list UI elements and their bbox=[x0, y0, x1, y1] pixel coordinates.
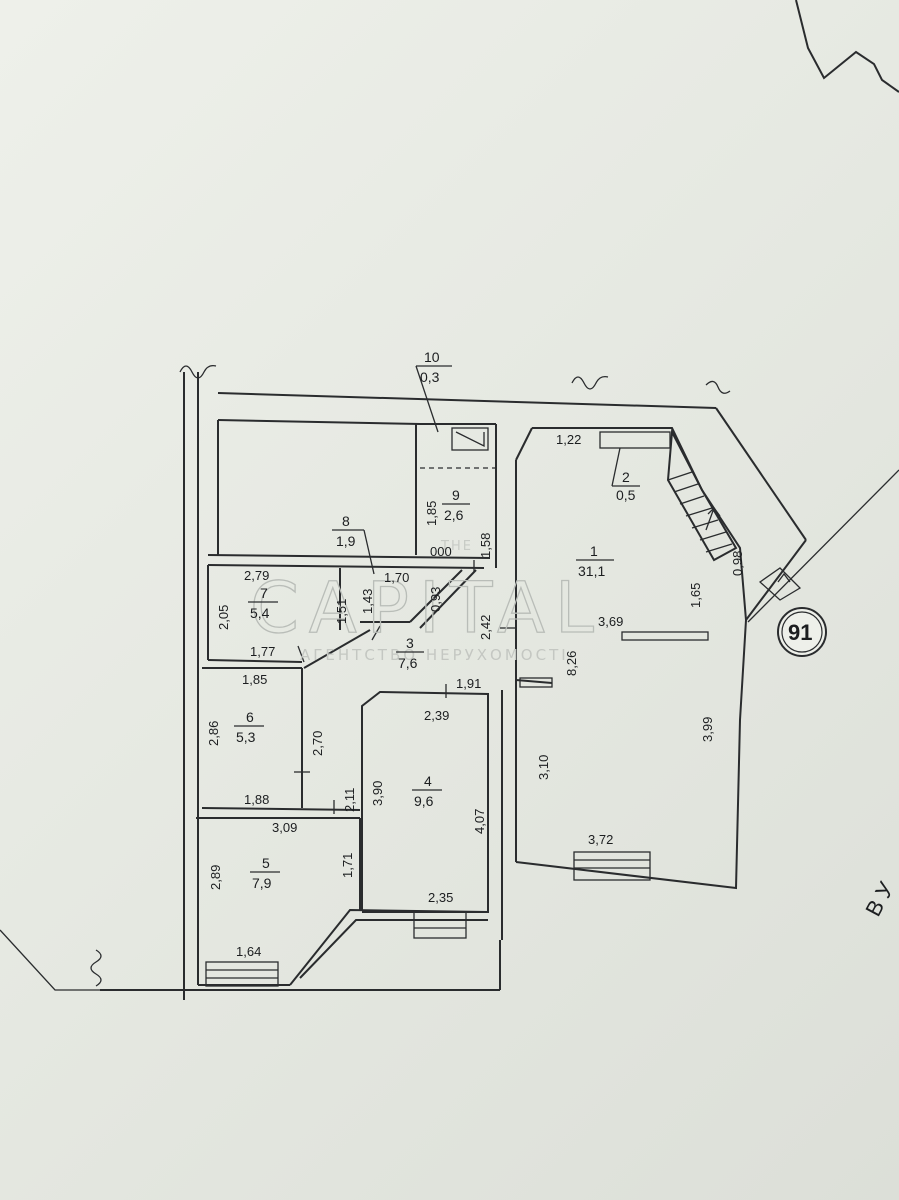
svg-text:2,89: 2,89 bbox=[208, 865, 223, 890]
stair-bottom-left bbox=[205, 961, 279, 987]
svg-text:1,91: 1,91 bbox=[456, 676, 481, 691]
site-boundary-line bbox=[747, 469, 899, 623]
svg-text:1,85: 1,85 bbox=[242, 672, 267, 687]
room-label-6: 6 5,3 bbox=[234, 709, 264, 745]
entrance-steps-right bbox=[758, 567, 802, 601]
svg-text:3,99: 3,99 bbox=[700, 717, 715, 742]
svg-text:1,71: 1,71 bbox=[340, 853, 355, 878]
svg-text:5,4: 5,4 bbox=[250, 605, 270, 621]
svg-text:1,85: 1,85 bbox=[424, 501, 439, 526]
watermark-brand: CAPITAL bbox=[250, 567, 604, 649]
stair-bottom-right bbox=[573, 851, 651, 881]
wall-break-symbols bbox=[90, 364, 731, 987]
svg-text:2,6: 2,6 bbox=[444, 507, 464, 523]
svg-text:3,72: 3,72 bbox=[588, 832, 613, 847]
svg-text:2,39: 2,39 bbox=[424, 708, 449, 723]
svg-text:2,05: 2,05 bbox=[216, 605, 231, 630]
svg-text:3: 3 bbox=[406, 635, 414, 651]
room-label-1: 1 31,1 bbox=[576, 543, 614, 579]
building-number-badge: 91 bbox=[777, 607, 827, 657]
svg-text:0,98: 0,98 bbox=[730, 551, 745, 576]
svg-text:5: 5 bbox=[262, 855, 270, 871]
svg-text:0,5: 0,5 bbox=[616, 487, 636, 503]
svg-text:8: 8 bbox=[342, 513, 350, 529]
room-label-3: 3 7,6 bbox=[396, 635, 424, 671]
svg-text:1,43: 1,43 bbox=[360, 589, 375, 614]
svg-text:3,90: 3,90 bbox=[370, 781, 385, 806]
svg-text:2,42: 2,42 bbox=[478, 615, 493, 640]
svg-text:2,70: 2,70 bbox=[310, 731, 325, 756]
svg-text:91: 91 bbox=[788, 620, 812, 645]
svg-text:10: 10 bbox=[424, 349, 440, 365]
svg-text:2: 2 bbox=[622, 469, 630, 485]
room-label-2: 2 0,5 bbox=[611, 447, 640, 503]
svg-text:3,69: 3,69 bbox=[598, 614, 623, 629]
svg-text:1,77: 1,77 bbox=[250, 644, 275, 659]
room-label-5: 5 7,9 bbox=[250, 855, 280, 891]
door-ticks bbox=[294, 560, 516, 814]
svg-text:1,64: 1,64 bbox=[236, 944, 261, 959]
outer-walls bbox=[100, 372, 807, 1000]
room-label-4: 4 9,6 bbox=[412, 773, 442, 809]
room-label-7: 7 5,4 bbox=[248, 585, 278, 621]
room-label-9: 9 2,6 bbox=[442, 487, 470, 523]
svg-text:7: 7 bbox=[260, 585, 268, 601]
stair-main bbox=[666, 428, 738, 562]
svg-text:4,07: 4,07 bbox=[472, 809, 487, 834]
site-boundary-line-left bbox=[0, 929, 100, 991]
svg-text:2,11: 2,11 bbox=[342, 788, 357, 812]
svg-text:7,6: 7,6 bbox=[398, 655, 418, 671]
svg-text:9,6: 9,6 bbox=[414, 793, 434, 809]
svg-text:1: 1 bbox=[590, 543, 598, 559]
svg-text:3,10: 3,10 bbox=[536, 755, 551, 780]
svg-text:1,51: 1,51 bbox=[334, 599, 349, 624]
svg-text:6: 6 bbox=[246, 709, 254, 725]
watermark-top: ТНЕ bbox=[440, 539, 473, 554]
svg-text:8,26: 8,26 bbox=[564, 651, 579, 676]
svg-text:4: 4 bbox=[424, 773, 432, 789]
svg-text:3,09: 3,09 bbox=[272, 820, 297, 835]
svg-text:31,1: 31,1 bbox=[578, 563, 605, 579]
svg-text:000: 000 bbox=[430, 544, 452, 559]
svg-text:1,9: 1,9 bbox=[336, 533, 356, 549]
svg-text:1,70: 1,70 bbox=[384, 570, 409, 585]
neighbour-building-outline bbox=[795, 0, 899, 93]
svg-text:0,3: 0,3 bbox=[420, 369, 440, 385]
svg-text:1,58: 1,58 bbox=[478, 533, 493, 558]
dimension-labels: 1,22 0,98 1,65 3,69 8,26 3,99 3,10 3,72 … bbox=[206, 432, 745, 959]
svg-text:5,3: 5,3 bbox=[236, 729, 256, 745]
svg-text:7,9: 7,9 bbox=[252, 875, 272, 891]
room-label-8: 8 1,9 bbox=[332, 513, 375, 575]
room-label-10: 10 0,3 bbox=[415, 349, 452, 433]
street-name-fragment: В У bbox=[860, 877, 899, 920]
svg-text:1,22: 1,22 bbox=[556, 432, 581, 447]
svg-text:9: 9 bbox=[452, 487, 460, 503]
svg-text:2,79: 2,79 bbox=[244, 568, 269, 583]
svg-text:1,88: 1,88 bbox=[244, 792, 269, 807]
svg-text:0,93: 0,93 bbox=[428, 587, 443, 612]
interior-walls bbox=[196, 423, 709, 986]
stair-bottom-middle bbox=[413, 911, 467, 939]
svg-text:1,65: 1,65 bbox=[688, 583, 703, 608]
watermark-subtitle: АГЕНТСТВО НЕРУХОМОСТІ bbox=[300, 646, 569, 664]
svg-text:2,86: 2,86 bbox=[206, 721, 221, 746]
niche-room-2 bbox=[599, 431, 671, 449]
svg-text:2,35: 2,35 bbox=[428, 890, 453, 905]
